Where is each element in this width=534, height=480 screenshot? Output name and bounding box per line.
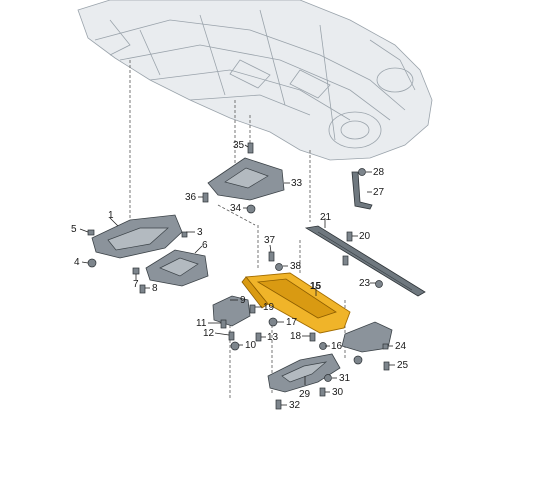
part-6-left-lower-cover xyxy=(145,249,209,287)
callout-29: 29 xyxy=(299,389,311,400)
callout-31: 31 xyxy=(339,373,351,384)
callout-6: 6 xyxy=(202,240,208,251)
callout-37: 37 xyxy=(264,235,276,246)
callout-7: 7 xyxy=(133,279,139,290)
callout-8: 8 xyxy=(152,283,158,294)
callout-33: 33 xyxy=(291,178,303,189)
callout-3: 3 xyxy=(197,227,203,238)
callout-13: 13 xyxy=(267,332,279,343)
callout-5: 5 xyxy=(71,224,77,235)
callout-24: 24 xyxy=(395,341,407,352)
part-15-highlighted-panel xyxy=(241,272,351,334)
callout-30: 30 xyxy=(332,387,344,398)
callout-34: 34 xyxy=(230,203,242,214)
callout-23: 23 xyxy=(359,278,371,289)
callout-11: 11 xyxy=(196,318,207,329)
leader-lines xyxy=(79,144,395,406)
callout-21: 21 xyxy=(320,212,332,223)
callout-labels: 1 3 4 5 6 7 8 9 10 11 12 13 15 16 17 18 … xyxy=(71,140,409,411)
part-27-bracket xyxy=(351,171,373,210)
callout-17: 17 xyxy=(286,317,298,328)
fasteners xyxy=(87,142,390,410)
callout-32: 32 xyxy=(289,400,301,411)
part-29-lower-cover xyxy=(267,353,341,393)
part-33-center-shield xyxy=(207,157,285,201)
callout-28: 28 xyxy=(373,167,385,178)
callout-1: 1 xyxy=(108,210,114,221)
part-1-left-undertray xyxy=(91,214,183,259)
callout-18: 18 xyxy=(290,331,302,342)
callout-4: 4 xyxy=(74,257,80,268)
callout-20: 20 xyxy=(359,231,371,242)
callout-36: 36 xyxy=(185,192,197,203)
part-21-long-rail xyxy=(304,225,426,297)
callout-12: 12 xyxy=(203,328,215,339)
callout-19: 19 xyxy=(263,302,275,313)
callout-35: 35 xyxy=(233,140,245,151)
callout-9: 9 xyxy=(240,295,246,306)
callout-27: 27 xyxy=(373,187,385,198)
callout-10: 10 xyxy=(245,340,257,351)
callout-25: 25 xyxy=(397,360,409,371)
callout-15: 15 xyxy=(310,281,322,292)
callout-38: 38 xyxy=(290,261,302,272)
callout-16: 16 xyxy=(331,341,343,352)
part-9-left-bracket xyxy=(212,295,251,327)
vehicle-underbody xyxy=(77,0,433,161)
